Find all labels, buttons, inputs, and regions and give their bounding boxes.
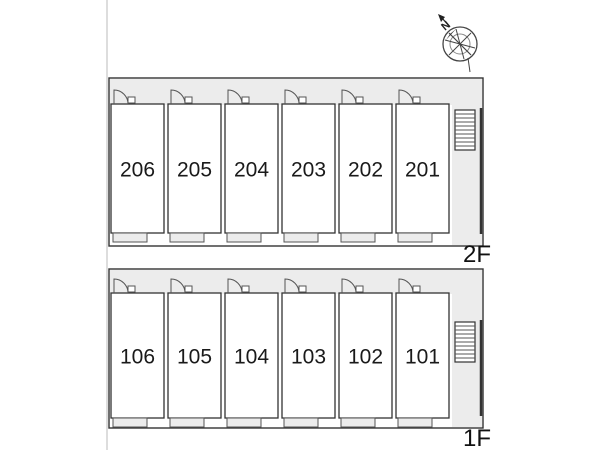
meter-box-icon: [184, 96, 193, 104]
unit-room: [224, 103, 279, 234]
unit-number: 203: [291, 159, 326, 182]
stair-landing: [452, 79, 482, 245]
unit-201: 201: [395, 89, 450, 243]
balcony: [169, 417, 205, 428]
stairs-icon: [454, 108, 483, 234]
meter-box-icon: [412, 285, 421, 293]
unit-number: 202: [348, 159, 383, 182]
unit-number: 104: [234, 346, 269, 369]
balcony: [112, 417, 148, 428]
unit-102: 102: [338, 278, 393, 428]
unit-number: 206: [120, 159, 155, 182]
floor-1f: 106 105 104 103 102 101 1F: [108, 268, 491, 450]
meter-box-icon: [298, 285, 307, 293]
unit-106: 106: [110, 278, 165, 428]
unit-room: [338, 103, 393, 234]
unit-101: 101: [395, 278, 450, 428]
unit-number: 201: [405, 159, 440, 182]
unit-room: [281, 103, 336, 234]
corridor: [110, 79, 482, 105]
balcony: [397, 232, 433, 243]
floor-2f: 206 205 204 203 202 201 2F: [108, 77, 491, 268]
unit-number: 204: [234, 159, 269, 182]
unit-number: 102: [348, 346, 383, 369]
balcony: [112, 232, 148, 243]
corridor: [110, 270, 482, 294]
meter-box-icon: [241, 285, 250, 293]
unit-room: [110, 103, 165, 234]
meter-box-icon: [241, 96, 250, 104]
unit-room: [167, 292, 222, 419]
unit-room: [224, 292, 279, 419]
balcony: [397, 417, 433, 428]
unit-number: 103: [291, 346, 326, 369]
unit-205: 205: [167, 89, 222, 243]
unit-number: 106: [120, 346, 155, 369]
unit-206: 206: [110, 89, 165, 243]
balcony: [283, 417, 319, 428]
unit-room: [281, 292, 336, 419]
unit-room: [395, 103, 450, 234]
meter-box-icon: [355, 96, 364, 104]
unit-room: [167, 103, 222, 234]
unit-room: [395, 292, 450, 419]
meter-box-icon: [127, 285, 136, 293]
balcony: [226, 417, 262, 428]
unit-number: 205: [177, 159, 212, 182]
unit-room: [338, 292, 393, 419]
unit-203: 203: [281, 89, 336, 243]
floors-layer: 206 205 204 203 202 201 2F 106 105 104 103 102 101 1F: [108, 77, 491, 450]
balcony: [283, 232, 319, 243]
floor-label: 1F: [463, 425, 491, 450]
meter-box-icon: [127, 96, 136, 104]
balcony: [169, 232, 205, 243]
compass-rose-icon: N: [438, 14, 478, 73]
stairs-icon: [454, 320, 483, 416]
balcony: [226, 232, 262, 243]
unit-105: 105: [167, 278, 222, 428]
unit-204: 204: [224, 89, 279, 243]
unit-number: 101: [405, 346, 440, 369]
unit-103: 103: [281, 278, 336, 428]
unit-104: 104: [224, 278, 279, 428]
meter-box-icon: [355, 285, 364, 293]
meter-box-icon: [412, 96, 421, 104]
balcony: [340, 417, 376, 428]
meter-box-icon: [298, 96, 307, 104]
floor-label: 2F: [463, 241, 491, 268]
unit-202: 202: [338, 89, 393, 243]
unit-number: 105: [177, 346, 212, 369]
meter-box-icon: [184, 285, 193, 293]
balcony: [340, 232, 376, 243]
